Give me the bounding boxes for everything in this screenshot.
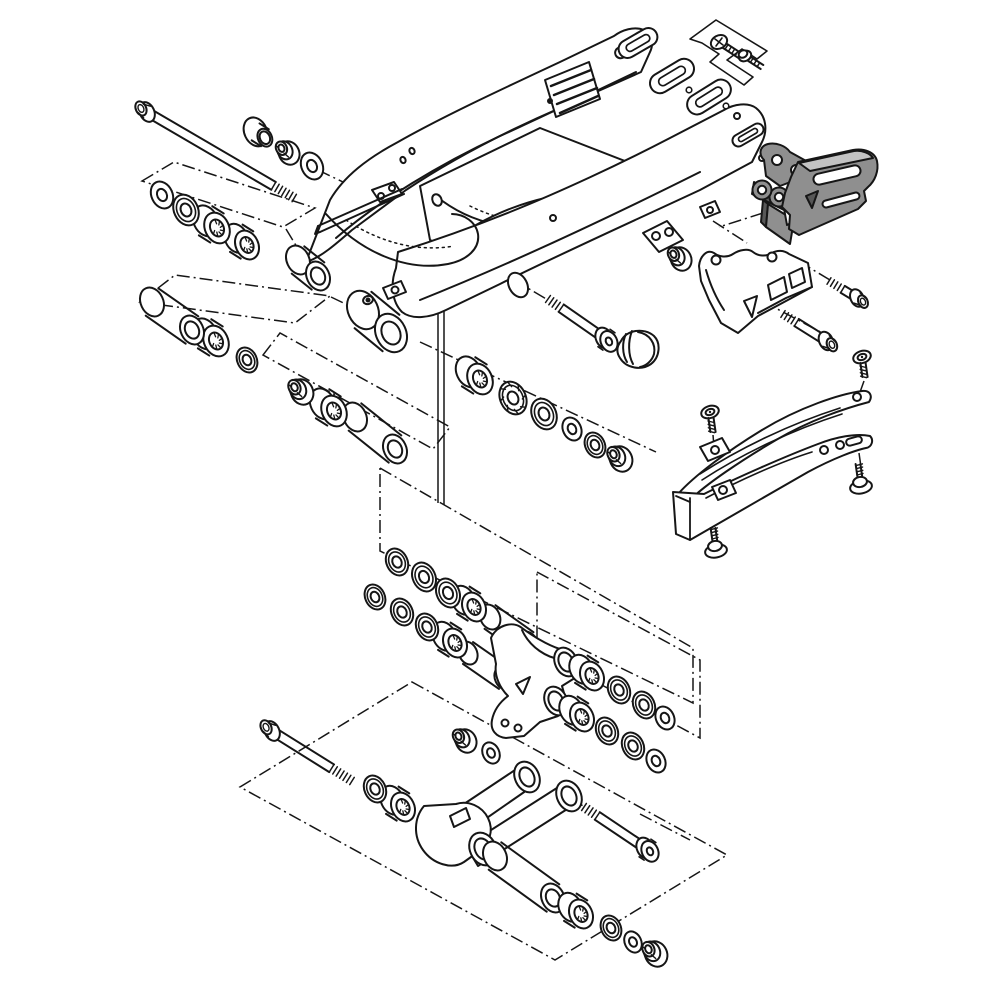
pivot-nut — [274, 140, 301, 166]
shock-row-seal-c — [530, 397, 558, 431]
link-row2-seal-b — [389, 597, 415, 627]
chain-guide[interactable] — [751, 142, 879, 245]
boundary-lower-link-group — [238, 681, 729, 961]
swingarm-vent-plate — [544, 61, 601, 118]
link-row4-bushing — [558, 694, 596, 733]
boundary-pivot-seal-group — [140, 161, 317, 228]
lowerlink-bolt — [259, 719, 356, 786]
swingarm-rear-tab — [699, 200, 721, 219]
link-row1-seal-c — [434, 577, 462, 609]
leader-lower-right — [639, 813, 691, 841]
lowerlink-nut — [451, 728, 478, 754]
rear-bracket-plate — [642, 220, 684, 253]
leader-guide-mount — [712, 220, 748, 244]
link-row2-seal-a — [363, 583, 387, 611]
rear-flange-nut — [666, 246, 693, 272]
pivot-seal — [172, 193, 200, 227]
pivot-washer-outer — [299, 151, 325, 181]
link-row4-seal-b — [620, 731, 646, 761]
boundary-linkage-bearing-group-upper — [379, 466, 694, 705]
boundary-center-collar-group — [261, 332, 452, 450]
swingarm-pivot-boss-left — [284, 244, 332, 292]
link-row4-washer — [645, 748, 667, 774]
boundary-pivot-collar-group — [138, 274, 332, 324]
lowerlink-bushing-end — [557, 891, 595, 930]
pivot-collar-tube — [138, 286, 206, 346]
guide-bolt-lower — [780, 309, 839, 353]
mudflap-oval-2 — [649, 57, 695, 95]
screw-flat-right — [852, 349, 872, 379]
swingarm-holes-detail — [399, 146, 557, 222]
link-row1-seal-b — [410, 561, 438, 593]
shock-row-bearing — [498, 380, 528, 416]
link-row3-washer — [654, 705, 676, 731]
screw-flat-tab — [700, 404, 720, 434]
shock-row-bushing — [454, 355, 494, 396]
swingarm-arm-right — [391, 103, 767, 318]
mudflap-screw-pan — [737, 49, 765, 71]
shock-row-washer — [561, 416, 583, 442]
chain-guide-bracket — [698, 248, 813, 334]
boundary-linkage-bearing-group-right — [536, 570, 701, 740]
link-row2-seal-c — [414, 612, 440, 642]
link-row2-bushing — [431, 620, 469, 659]
link-row4-seal-a — [594, 716, 620, 746]
link-bolt-right — [580, 802, 660, 863]
slider-plate-lower — [672, 434, 874, 541]
lowerlink-bearing-left — [362, 774, 388, 804]
mudflap-plate-outline — [689, 19, 768, 86]
lowerlink-collar-tube — [481, 840, 567, 914]
center-nut — [287, 378, 315, 406]
guide-bolt-upper — [826, 277, 869, 309]
pivot-plug — [616, 329, 660, 369]
pivot-dust-cap — [242, 116, 274, 148]
screw-button-mid — [704, 527, 728, 559]
pivot-washer-inner — [149, 180, 175, 210]
lowerlink-washer — [481, 741, 501, 765]
link-row3-bushing — [568, 653, 606, 692]
lowerlink-seal-end — [599, 914, 623, 942]
rocker-arm — [490, 623, 579, 739]
link-row3-seal-a — [606, 675, 632, 705]
mudflap-oval-3 — [686, 78, 732, 116]
center-bushing — [308, 387, 348, 428]
shock-row-seal-d — [583, 431, 607, 459]
link-row3-seal-b — [631, 690, 657, 720]
leader-bearing-row — [419, 341, 657, 453]
center-collar-tube — [341, 401, 409, 465]
swingarm-front-tube — [325, 213, 530, 299]
leader-chain-guide — [718, 212, 764, 228]
swingarm-boss-tab — [362, 280, 407, 306]
lowerlink-washer-end — [623, 930, 643, 954]
pivot-collar-seal — [235, 346, 259, 374]
shock-row-nut — [606, 445, 634, 473]
link-row1-seal-a — [384, 547, 410, 577]
pivot-bolt — [134, 100, 298, 203]
swingarm-axle-slot-right — [731, 122, 765, 148]
pivot-bolt-center — [544, 294, 619, 353]
mudflap-oval-1 — [617, 27, 659, 59]
screw-button-right — [849, 463, 873, 495]
lowerlink-nut-end — [641, 940, 669, 968]
